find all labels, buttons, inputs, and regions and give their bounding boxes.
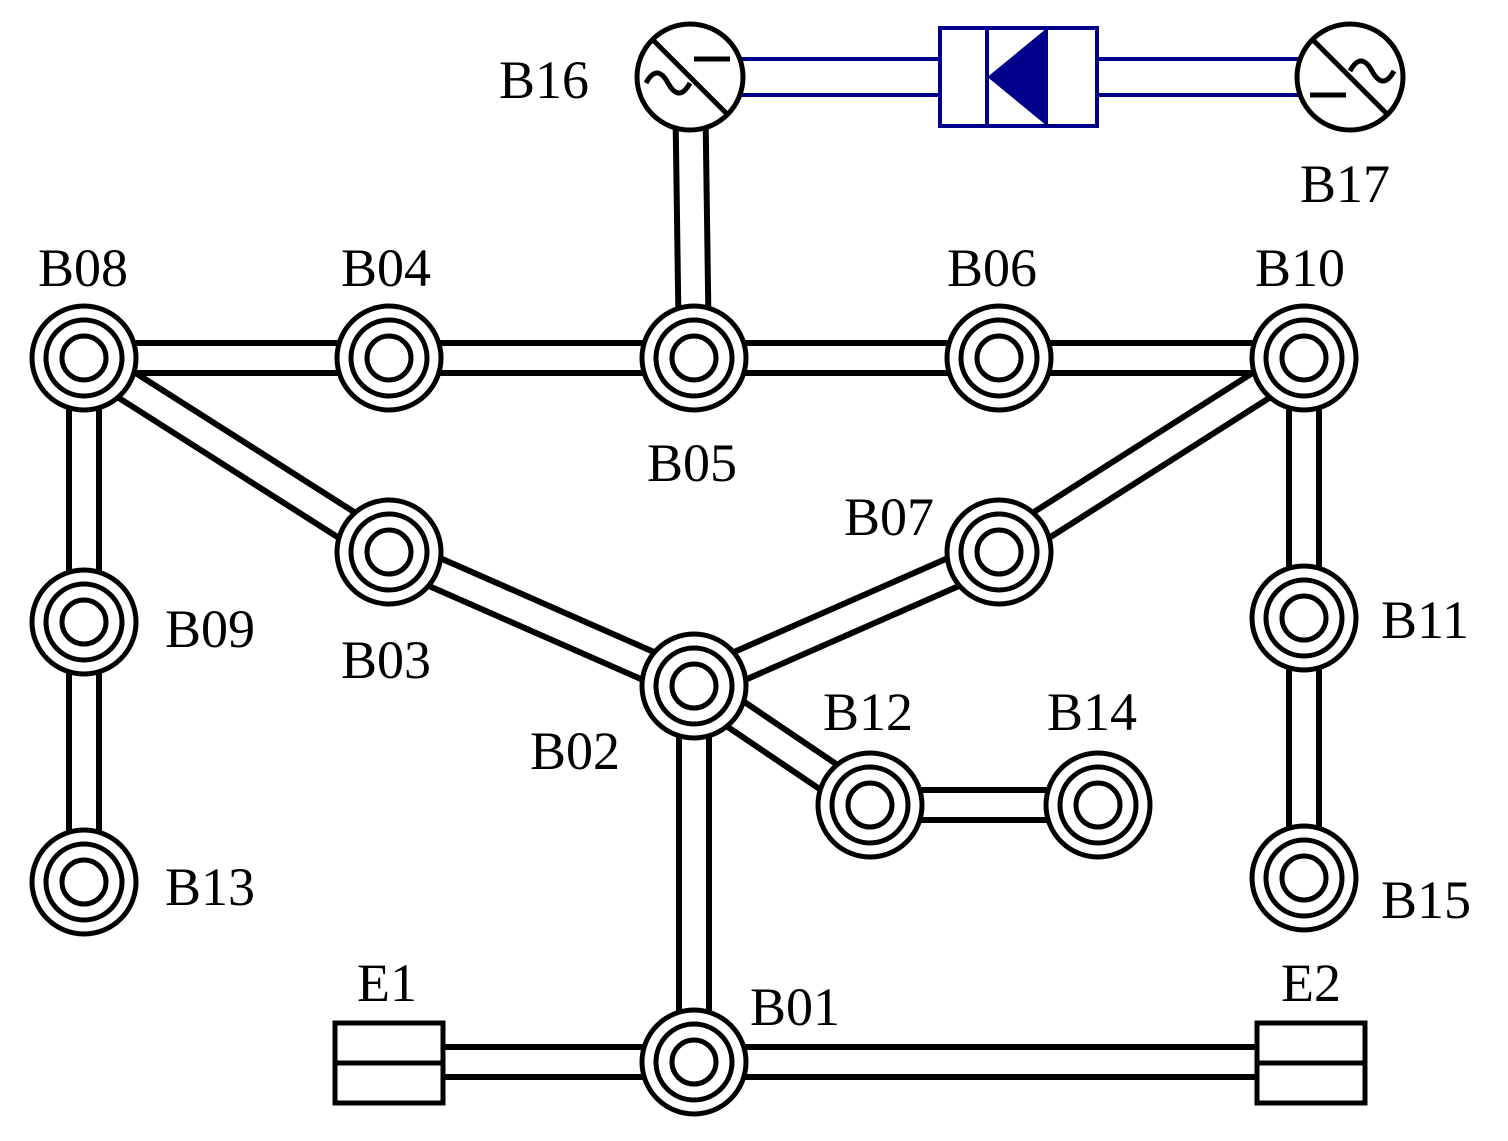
bus-label-b09: B09 xyxy=(165,599,255,659)
grid-label-e2: E2 xyxy=(1281,953,1341,1013)
ac-dc-converter-icon[interactable] xyxy=(634,21,746,133)
bus-label-b10: B10 xyxy=(1255,238,1345,298)
bus-label-b07: B07 xyxy=(844,487,934,547)
line-b01-e2 xyxy=(694,1044,1311,1080)
line-b02-b03 xyxy=(381,535,702,703)
bus-label-b13: B13 xyxy=(165,857,255,917)
line-b07-b10 xyxy=(989,342,1314,568)
external-grid-icon-e2[interactable] xyxy=(1254,1020,1368,1106)
bus-label-b05: B05 xyxy=(647,433,737,493)
bus-node-b02[interactable] xyxy=(639,631,749,741)
bus-node-b06[interactable] xyxy=(944,303,1054,413)
converter-label-b16: B16 xyxy=(499,50,589,110)
bus-label-b15: B15 xyxy=(1381,870,1471,930)
labels-layer: B08 B04 B06 B10 B05 B07 B09 B03 B11 B12 … xyxy=(38,50,1471,1037)
diode-icon xyxy=(938,26,1099,128)
bus-label-b03: B03 xyxy=(341,630,431,690)
bus-node-b04[interactable] xyxy=(334,303,444,413)
line-b02-b07 xyxy=(686,535,1007,703)
line-b03-b08 xyxy=(74,342,399,568)
bus-node-b15[interactable] xyxy=(1249,823,1359,933)
bus-node-b12[interactable] xyxy=(815,750,925,860)
bus-node-b14[interactable] xyxy=(1043,750,1153,860)
bus-node-b09[interactable] xyxy=(29,567,139,677)
bus-label-b06: B06 xyxy=(947,238,1037,298)
external-grid-icon-e1[interactable] xyxy=(332,1020,446,1106)
bus-label-b11: B11 xyxy=(1381,590,1469,650)
lines-layer xyxy=(66,76,1322,1080)
bus-node-b07[interactable] xyxy=(944,497,1054,607)
bus-label-b04: B04 xyxy=(341,238,431,298)
bus-node-b01[interactable] xyxy=(639,1007,749,1117)
grid-label-e1: E1 xyxy=(357,953,417,1013)
bus-label-b14: B14 xyxy=(1047,682,1137,742)
bus-label-b12: B12 xyxy=(823,682,913,742)
bus-label-b02: B02 xyxy=(530,721,620,781)
converter-label-b17: B17 xyxy=(1300,154,1390,214)
line-b01-b02 xyxy=(676,686,712,1062)
bus-node-b05[interactable] xyxy=(639,303,749,413)
bus-node-b10[interactable] xyxy=(1249,303,1359,413)
bus-node-b08[interactable] xyxy=(29,303,139,413)
bus-label-b08: B08 xyxy=(38,238,128,298)
dc-link xyxy=(690,26,1350,128)
bus-node-b11[interactable] xyxy=(1249,563,1359,673)
nodes-layer xyxy=(29,21,1406,1117)
bus-node-b13[interactable] xyxy=(29,827,139,937)
bus-node-b03[interactable] xyxy=(334,497,444,607)
dc-ac-converter-icon[interactable] xyxy=(1294,21,1406,133)
bus-label-b01: B01 xyxy=(750,977,840,1037)
